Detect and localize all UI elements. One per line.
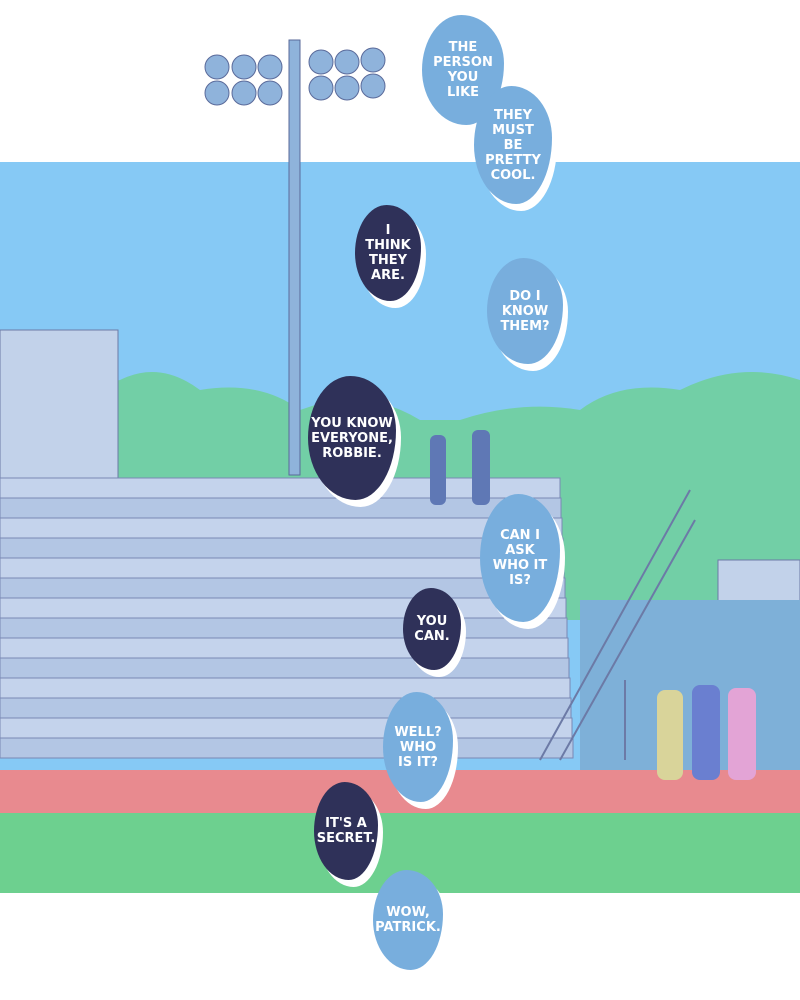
people-on-track: [657, 685, 756, 780]
floodlight: [334, 49, 360, 75]
bubble-text: THE PERSON YOU LIKE: [433, 40, 493, 100]
bubble-text: DO I KNOW THEM?: [500, 288, 550, 334]
bleacher-row: [0, 617, 568, 639]
speech-bubble: IT'S A SECRET.: [314, 782, 378, 880]
bubble-text: YOU KNOW EVERYONE, ROBBIE.: [311, 415, 393, 461]
floodlight: [257, 54, 283, 80]
bleacher-row: [0, 697, 572, 719]
light-pole: [288, 39, 301, 476]
floodlight: [308, 75, 334, 101]
bleacher-row: [0, 637, 569, 659]
floodlight: [360, 47, 386, 73]
speech-bubble: I THINK THEY ARE.: [355, 205, 421, 301]
floodlight: [334, 75, 360, 101]
stairs: [539, 489, 696, 761]
speech-bubble: DO I KNOW THEM?: [487, 258, 563, 364]
speech-bubble: THEY MUST BE PRETTY COOL.: [474, 86, 552, 204]
floodlights: [204, 47, 386, 106]
speech-bubble: CAN I ASK WHO IT IS?: [480, 494, 560, 622]
floodlight: [231, 80, 257, 106]
speech-bubble: WELL? WHO IS IT?: [383, 692, 453, 802]
speech-bubble: WOW, PATRICK.: [373, 870, 443, 970]
floodlight: [308, 49, 334, 75]
bleacher-row: [0, 517, 563, 539]
floodlight: [360, 73, 386, 99]
bleacher-row: [0, 657, 570, 679]
bubble-text: WOW, PATRICK.: [375, 905, 441, 935]
floodlight: [231, 54, 257, 80]
bleacher-row: [0, 597, 567, 619]
speech-bubble: THE PERSON YOU LIKE: [422, 15, 504, 125]
bubble-text: I THINK THEY ARE.: [365, 223, 411, 283]
bubble-text: YOU CAN.: [414, 614, 450, 644]
bleacher-row: [0, 737, 574, 759]
bubble-text: IT'S A SECRET.: [316, 816, 376, 846]
floodlight: [204, 54, 230, 80]
bubble-text: THEY MUST BE PRETTY COOL.: [485, 107, 541, 183]
speech-bubble: YOU CAN.: [403, 588, 461, 670]
bleacher-row: [0, 677, 571, 699]
bleacher-row: [0, 577, 566, 599]
press-box: [0, 329, 119, 501]
bleacher-row: [0, 717, 573, 739]
floodlight: [204, 80, 230, 106]
wall: [580, 600, 800, 770]
people-on-bleachers: [430, 430, 490, 505]
speech-bubble: YOU KNOW EVERYONE, ROBBIE.: [308, 376, 396, 500]
bleacher-row: [0, 537, 564, 559]
bubble-text: WELL? WHO IS IT?: [394, 724, 442, 770]
floodlight: [257, 80, 283, 106]
bubble-text: CAN I ASK WHO IT IS?: [492, 528, 548, 588]
